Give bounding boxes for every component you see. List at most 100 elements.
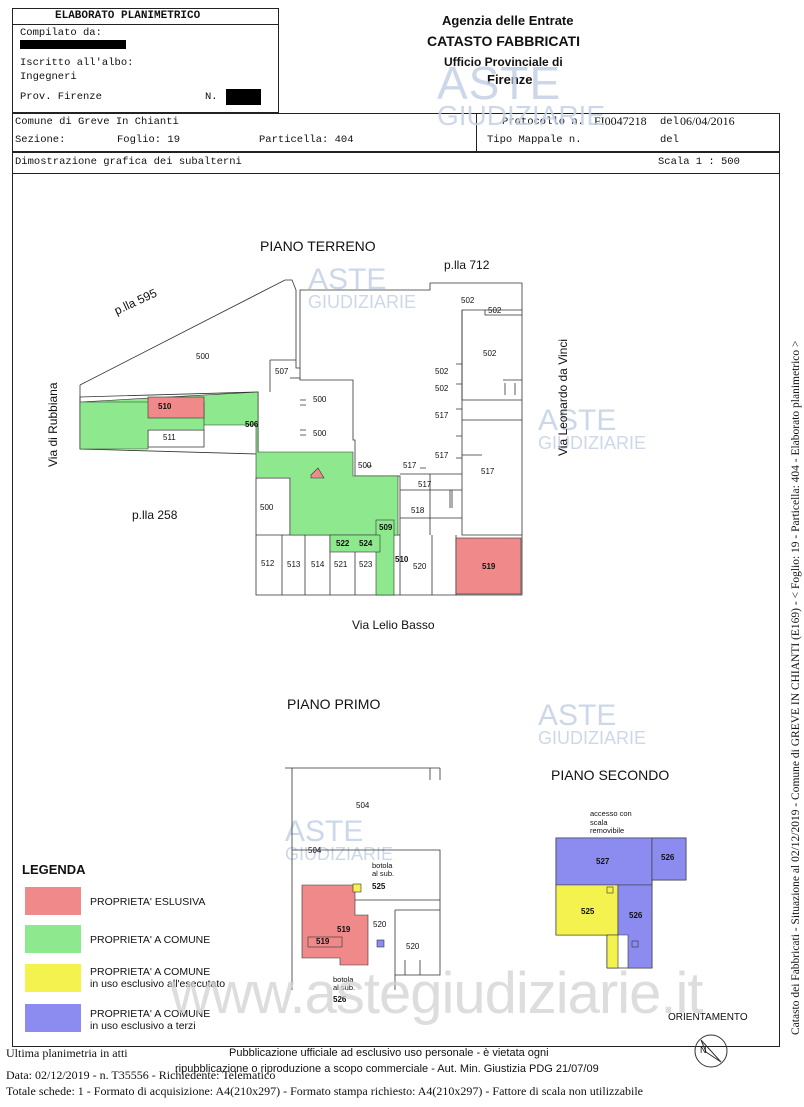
legend-label-esclusiva: PROPRIETA' ESLUSIVA [90, 896, 206, 908]
room-number-label: 510 [158, 402, 172, 411]
footer-ripubblicazione: ripubblicazione o riproduzione a scopo c… [175, 1063, 599, 1075]
room-number-label: 523 [359, 560, 373, 569]
label-orientamento: ORIENTAMENTO [668, 1012, 748, 1023]
room-number-label: 506 [245, 420, 259, 429]
room-number-label: 514 [311, 560, 325, 569]
main-frame [12, 174, 780, 1047]
title-piano-primo: PIANO PRIMO [287, 696, 381, 712]
room-number-label: 512 [261, 559, 275, 568]
label-accesso: accesso con scala removibile [590, 809, 632, 835]
compilato-label: Compilato da: [20, 27, 102, 39]
room-number-label: 500 [313, 395, 327, 404]
room-number-label: 518 [411, 506, 425, 515]
area-522-524-green [329, 534, 381, 553]
del2-label: del [660, 134, 679, 146]
room-number-label: 517 [435, 451, 449, 460]
room-number-label: 507 [275, 367, 289, 376]
room-number-label: 517 [418, 480, 432, 489]
foglio-label: Foglio: 19 [117, 134, 181, 146]
room-number-label: 526 [629, 911, 643, 920]
legend-swatch-green [25, 925, 81, 953]
compass-circle [694, 1034, 728, 1068]
room-number-label: 525 [581, 907, 595, 916]
dimostrazione-label: Dimostrazione grafica dei subalterni [15, 156, 242, 168]
protocollo-value: FI0047218 [594, 114, 647, 128]
watermark-aste-4: ASTE GIUDIZIARIE [285, 815, 394, 864]
footer-totale: Totale schede: 1 - Formato di acquisizio… [6, 1084, 644, 1098]
room-number-label: 526 [333, 995, 347, 1004]
area-519-red [455, 537, 522, 595]
header-left-title-rule [12, 24, 278, 25]
title-piano-terreno: PIANO TERRENO [260, 238, 376, 254]
area-510-red [147, 396, 205, 419]
watermark-aste-2: ASTE GIUDIZIARIE [538, 404, 647, 453]
n-label: N. [205, 91, 218, 103]
info-row-box [12, 113, 780, 152]
room-number-label: 517 [481, 467, 495, 476]
scala-label: Scala 1 : 500 [658, 156, 740, 168]
label-via-lelio: Via Lelio Basso [352, 618, 435, 632]
particella-label: Particella: 404 [259, 134, 354, 146]
del-label: del [660, 116, 679, 128]
area-526-blue-top [651, 837, 687, 881]
room-number-label: 510 [395, 555, 409, 564]
redacted-name [20, 40, 126, 49]
room-number-label: 500 [358, 461, 372, 470]
room-number-label: 500 [260, 503, 274, 512]
watermark-url: www.astegiudiziarie.it [170, 961, 703, 1026]
title-piano-secondo: PIANO SECONDO [551, 767, 670, 783]
room-number-label: 504 [308, 846, 322, 855]
room-number-label: 502 [483, 349, 497, 358]
room-number-label: 517 [435, 411, 449, 420]
watermark-aste-header: ASTE GIUDIZIARIE [437, 57, 606, 131]
room-number-label: 520 [373, 920, 387, 929]
legend-label-terzi: PROPRIETA' A COMUNE in uso esclusivo a t… [90, 1008, 211, 1032]
prov-value: Prov. Firenze [20, 91, 102, 103]
protocollo-label: Protocollo n. [502, 116, 584, 128]
footer-ultima: Ultima planimetria in atti [6, 1046, 128, 1060]
legend-title: LEGENDA [22, 862, 86, 877]
label-via-rubbiana: Via di Rubbiana [46, 382, 60, 467]
agency-line-4: Firenze [487, 72, 533, 87]
room-number-label: 517 [403, 461, 417, 470]
area-519-first-floor [301, 884, 369, 966]
tipo-mappale-label: Tipo Mappale n. [487, 134, 582, 146]
legend-swatch-yellow [25, 964, 81, 992]
ground-floor-regions [79, 391, 687, 969]
label-plla-712: p.lla 712 [444, 258, 490, 272]
watermark-aste-3: ASTE GIUDIZIARIE [538, 699, 647, 748]
room-number-label: 520 [406, 942, 420, 951]
room-number-label: 525 [372, 882, 386, 891]
room-number-label: 504 [356, 801, 370, 810]
watermark-aste-1: ASTE GIUDIZIARIE [308, 263, 417, 312]
compass-north: N [700, 1045, 707, 1055]
room-number-label: 527 [596, 857, 610, 866]
room-number-label: 513 [287, 560, 301, 569]
elaborato-title: ELABORATO PLANIMETRICO [55, 10, 201, 22]
label-botola: botola al sub. [372, 861, 395, 878]
comune-label: Comune di Greve In Chianti [15, 116, 179, 128]
iscritto-label: Iscritto all'albo: [20, 57, 134, 69]
room-number-label: 509 [379, 523, 393, 532]
legend-label-esecutato: PROPRIETA' A COMUNE in uso esclusivo all… [90, 966, 226, 990]
agency-line-2: CATASTO FABBRICATI [427, 33, 580, 49]
room-number-label: 522 [336, 539, 350, 548]
footer-pubblicazione: Pubblicazione ufficiale ad esclusivo uso… [229, 1047, 549, 1059]
first-floor-outline [285, 767, 441, 990]
info-divider [476, 113, 477, 151]
room-number-label: 502 [488, 306, 502, 315]
albo-value: Ingegneri [20, 71, 77, 83]
del-value: 06/04/2016 [680, 114, 735, 128]
room-number-label: 526 [661, 853, 675, 862]
room-number-label: 524 [359, 539, 373, 548]
room-number-label: 500 [196, 352, 210, 361]
room-number-label: 520 [413, 562, 427, 571]
room-number-label: 502 [461, 296, 475, 305]
label-via-leonardo: Via Leonardo da Vinci [556, 339, 570, 456]
sezione-label: Sezione: [15, 134, 66, 146]
compass-needle [700, 1039, 722, 1063]
area-509-green [375, 519, 395, 596]
legend-swatch-blue [25, 1004, 81, 1032]
legend-label-comune: PROPRIETA' A COMUNE [90, 934, 211, 946]
